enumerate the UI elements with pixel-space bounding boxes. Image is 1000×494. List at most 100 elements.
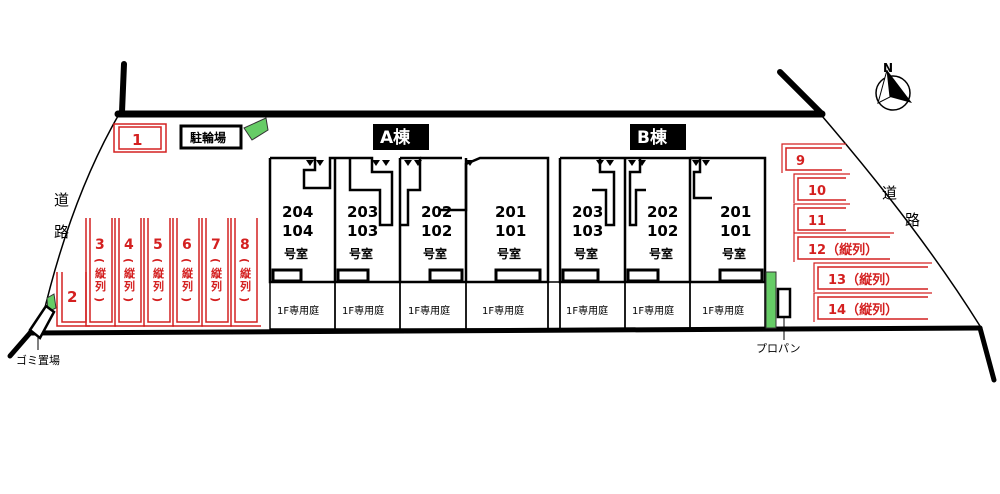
garden-label: 1F専用庭 bbox=[566, 304, 608, 317]
boundary-south-east-stub bbox=[977, 325, 997, 383]
road-edge-left bbox=[41, 115, 119, 321]
parking-spot-3-label: 3 bbox=[95, 237, 105, 253]
unit-number-upper: 202 bbox=[421, 203, 452, 221]
road-right-char-2: 路 bbox=[905, 211, 920, 229]
parking-spot-6: 6 ( 縦列) bbox=[172, 218, 203, 327]
garden-label: 1F専用庭 bbox=[408, 304, 450, 317]
road-edge-right bbox=[821, 115, 981, 327]
unit-number-lower: 102 bbox=[421, 222, 452, 240]
unit-number-upper: 201 bbox=[495, 203, 526, 221]
bike-parking: 駐輪場 bbox=[179, 117, 269, 150]
building-b-name: B棟 bbox=[637, 127, 668, 148]
green-area-propane bbox=[765, 271, 777, 329]
unit-number-upper: 202 bbox=[647, 203, 678, 221]
unit-suffix: 号室 bbox=[722, 246, 746, 261]
parking-spot-4-note-char: 列 bbox=[124, 279, 135, 293]
parking-spot-8-note-char: ) bbox=[238, 297, 251, 302]
garbage-area: ゴミ置場 bbox=[16, 293, 60, 367]
building-a-name: A棟 bbox=[380, 127, 411, 148]
unit-number-lower: 103 bbox=[572, 222, 603, 240]
vertical-parking-group: 3(縦列)4(縦列)5(縦列)6(縦列)7(縦列)8(縦列) bbox=[85, 218, 261, 327]
unit-number-upper: 204 bbox=[282, 203, 313, 221]
green-area-bike bbox=[243, 117, 269, 141]
parking-spot-5-note-char: 縦 bbox=[153, 266, 165, 280]
parking-spot-7-note-char: ( bbox=[209, 258, 222, 263]
unit-number-upper: 201 bbox=[720, 203, 751, 221]
road-right-char-1: 道 bbox=[882, 184, 897, 202]
garden-label: 1F専用庭 bbox=[632, 304, 674, 317]
parking-spot-2: 2 bbox=[56, 272, 90, 327]
site-boundary bbox=[7, 61, 997, 383]
parking-spot-1-label: 1 bbox=[132, 131, 142, 149]
unit-number-lower: 102 bbox=[647, 222, 678, 240]
unit-number-upper: 203 bbox=[347, 203, 378, 221]
parking-spot-6-note-char: ) bbox=[180, 297, 193, 302]
boundary-north-west-post bbox=[119, 61, 127, 115]
boundary-south bbox=[27, 325, 983, 336]
parking-spot-4-label: 4 bbox=[124, 237, 134, 253]
parking-spot-6-note-char: 縦 bbox=[182, 266, 194, 280]
parking-spot-right-label: 13（縦列） bbox=[828, 272, 898, 288]
parking-spot-5: 5(縦列) bbox=[143, 218, 174, 327]
garden-label: 1F専用庭 bbox=[342, 304, 384, 317]
parking-spot-8: 8(縦列) bbox=[230, 218, 261, 327]
parking-spot-6-note-char: ( bbox=[180, 258, 193, 263]
parking-spot-right-label: 14（縦列） bbox=[828, 302, 898, 318]
parking-spot-4-note-char: ) bbox=[122, 297, 135, 302]
road-left-char-2: 路 bbox=[54, 223, 69, 241]
parking-spot-8-note-char: 列 bbox=[240, 279, 251, 293]
parking-spot-right-14: 14（縦列） bbox=[813, 292, 932, 322]
propane-label: プロパン bbox=[756, 342, 801, 355]
right-parking-group: 910 11 12（縦列） 13（縦列） 14（縦列） bbox=[781, 143, 932, 322]
parking-spot-5-note-char: ) bbox=[151, 297, 164, 302]
parking-spot-3-note-char: ) bbox=[93, 297, 106, 302]
parking-spot-right-label: 11 bbox=[808, 214, 826, 229]
unit-suffix: 号室 bbox=[649, 246, 673, 261]
parking-spot-right-13: 13（縦列） bbox=[813, 262, 932, 292]
parking-spot-3-note-char: 縦 bbox=[95, 266, 107, 280]
compass-icon: N bbox=[875, 61, 912, 111]
boundary-south-west-stub bbox=[7, 330, 33, 359]
unit-number-lower: 101 bbox=[720, 222, 751, 240]
unit-suffix: 号室 bbox=[284, 246, 308, 261]
road-left-char-1: 道 bbox=[54, 191, 69, 209]
parking-spot-6-label: 6 bbox=[182, 237, 192, 253]
parking-spot-5-note-char: ( bbox=[151, 258, 164, 263]
parking-spot-5-note-char: 列 bbox=[153, 279, 164, 293]
parking-spot-3-note-char: 列 bbox=[95, 279, 106, 293]
garden-label: 1F専用庭 bbox=[482, 304, 524, 317]
building-b-gardens bbox=[547, 281, 766, 330]
parking-spot-right-9: 9 bbox=[781, 143, 846, 173]
parking-spot-right-label: 10 bbox=[808, 184, 826, 199]
parking-spot-right-label: 9 bbox=[796, 154, 805, 169]
unit-number-upper: 203 bbox=[572, 203, 603, 221]
propane-tank-icon bbox=[776, 287, 792, 319]
parking-spot-2-label: 2 bbox=[67, 288, 77, 306]
parking-spot-right-label: 12（縦列） bbox=[808, 242, 878, 258]
parking-spot-right-10: 10 bbox=[793, 173, 850, 203]
parking-spot-4: 4 ( 縦列) bbox=[114, 218, 145, 327]
parking-spot-6-note-char: 列 bbox=[182, 279, 193, 293]
garden-label: 1F専用庭 bbox=[277, 304, 319, 317]
parking-spot-4-note-char: 縦 bbox=[124, 266, 136, 280]
parking-spot-8-label: 8 bbox=[240, 237, 250, 253]
parking-spot-3-note-char: ( bbox=[93, 258, 106, 263]
bike-parking-label: 駐輪場 bbox=[190, 130, 226, 145]
parking-spot-7-note-char: ) bbox=[209, 297, 222, 302]
parking-spot-4-note-char: ( bbox=[122, 258, 135, 263]
boundary-north-east-post bbox=[777, 69, 825, 117]
parking-spot-right-11: 11 bbox=[793, 203, 850, 233]
parking-spot-3: 3 ( 縦列) bbox=[85, 218, 116, 327]
building-a: A棟 bbox=[268, 124, 550, 330]
compass-north-label: N bbox=[883, 61, 893, 75]
